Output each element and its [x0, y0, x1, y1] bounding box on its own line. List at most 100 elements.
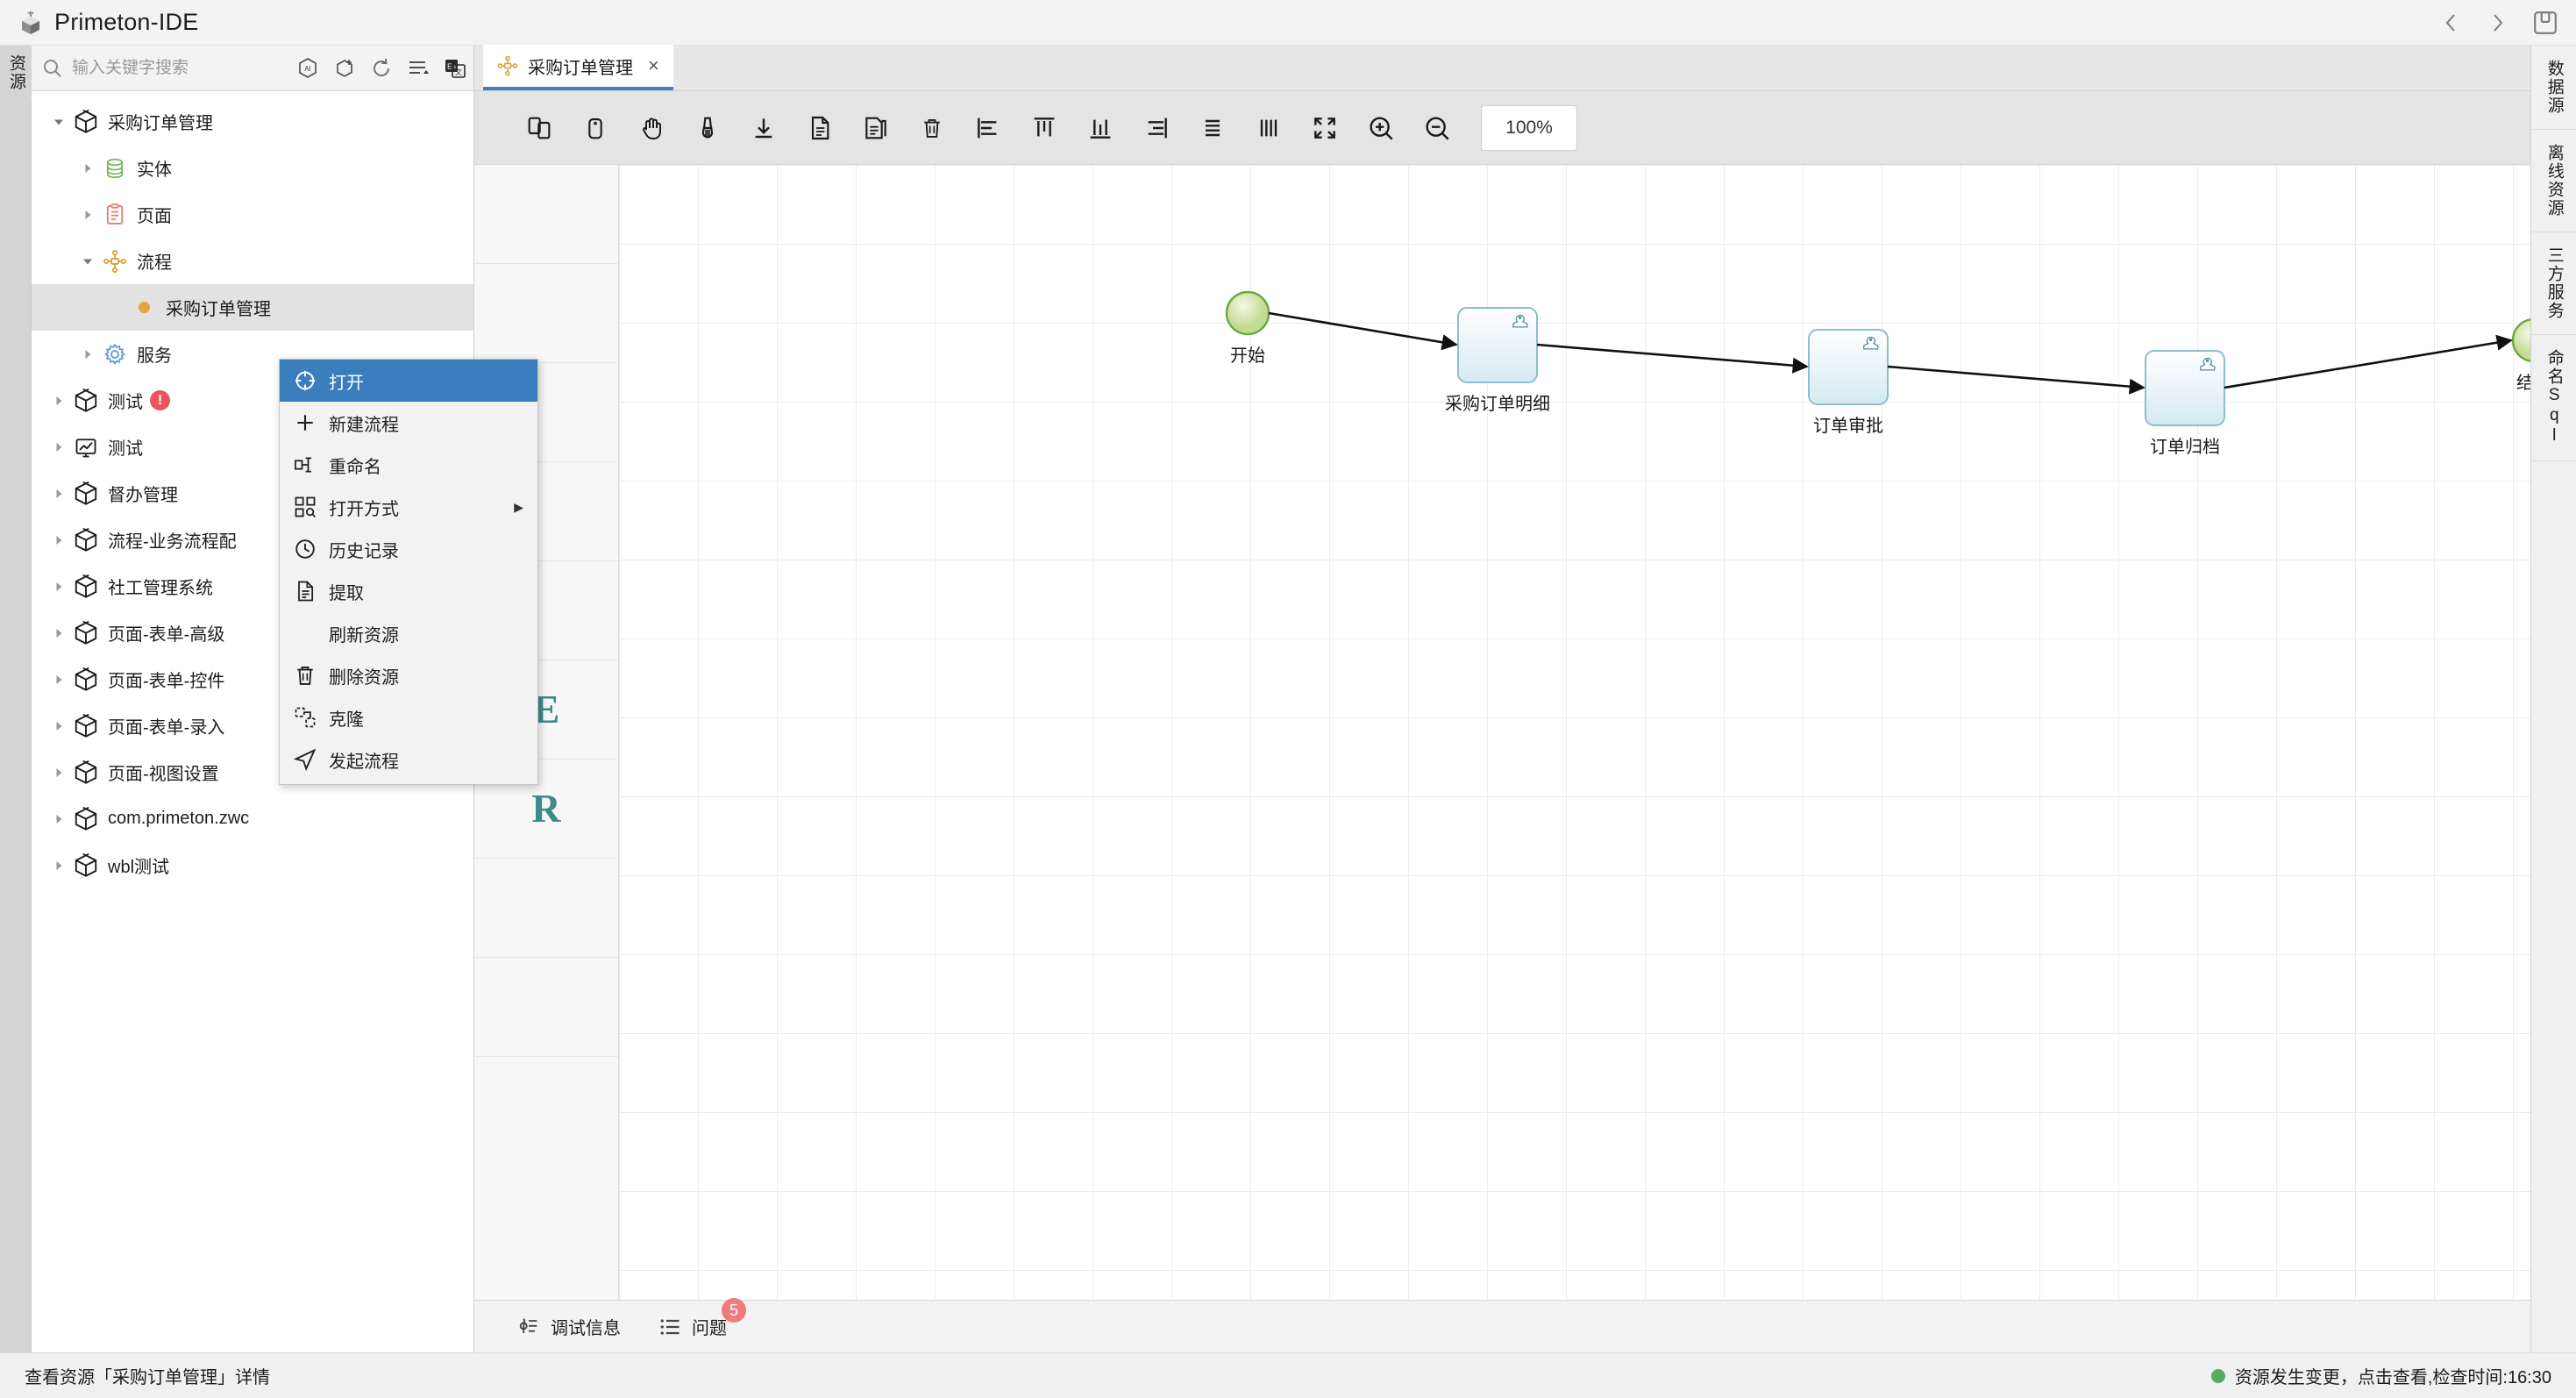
- context-menu-item-5[interactable]: 提取: [280, 570, 537, 612]
- close-icon[interactable]: ×: [648, 54, 659, 76]
- diagram-node-start[interactable]: [1225, 290, 1270, 336]
- chevron-right-icon[interactable]: [49, 438, 68, 457]
- chevron-down-icon[interactable]: [49, 112, 68, 132]
- palette-end-node[interactable]: [474, 859, 618, 958]
- tree-item-16[interactable]: wbl测试: [32, 842, 473, 888]
- zoom-in-button[interactable]: [1353, 102, 1409, 154]
- chevron-right-icon[interactable]: [2487, 11, 2508, 35]
- tree-item-12[interactable]: 页面-表单-控件: [32, 656, 473, 703]
- collapse-list-icon[interactable]: [406, 56, 430, 80]
- refresh-icon[interactable]: [369, 56, 393, 80]
- tab-procurement-order-management[interactable]: 采购订单管理 ×: [483, 45, 673, 90]
- diagram-node-approve[interactable]: [1808, 329, 1889, 405]
- chevron-right-icon[interactable]: [49, 717, 68, 736]
- rail-tab-named-sql[interactable]: 命名Sql: [2531, 335, 2576, 461]
- tree-item-0[interactable]: 采购订单管理: [32, 98, 473, 145]
- distribute-vertical-button[interactable]: [1185, 102, 1241, 154]
- paste-button[interactable]: [567, 102, 623, 154]
- rail-tab-resource[interactable]: 资源: [0, 46, 32, 100]
- palette-event-r[interactable]: R: [474, 760, 618, 859]
- zoom-level-field[interactable]: 100%: [1481, 104, 1577, 151]
- context-menu-item-4[interactable]: 历史记录: [280, 528, 537, 570]
- cube-plus-icon[interactable]: [332, 56, 356, 80]
- status-right[interactable]: 资源发生变更，点击查看,检查时间:16:30: [2210, 1363, 2551, 1388]
- context-menu-item-6[interactable]: 刷新资源: [280, 612, 537, 654]
- diagram-node-detail[interactable]: [1457, 307, 1538, 383]
- chevron-right-icon[interactable]: [49, 484, 68, 503]
- chevron-right-icon[interactable]: [78, 205, 97, 225]
- palette-annotation[interactable]: [474, 958, 618, 1057]
- tree-item-1[interactable]: 实体: [32, 145, 473, 191]
- tree-item-7[interactable]: 测试: [32, 424, 473, 470]
- chevron-right-icon[interactable]: [49, 624, 68, 643]
- chevron-right-icon[interactable]: [49, 763, 68, 782]
- tree-item-8[interactable]: 督办管理: [32, 470, 473, 517]
- align-left-button[interactable]: [960, 102, 1016, 154]
- context-menu-item-9[interactable]: 发起流程: [280, 738, 537, 781]
- paste-icon: [581, 114, 609, 142]
- chevron-right-icon[interactable]: [49, 391, 68, 410]
- floppy-save-icon[interactable]: [2532, 10, 2558, 36]
- chevron-right-icon[interactable]: [49, 531, 68, 550]
- chevron-right-icon[interactable]: [78, 345, 97, 364]
- context-menu-item-7[interactable]: 删除资源: [280, 654, 537, 696]
- chevron-right-icon[interactable]: [49, 856, 68, 875]
- rail-tab-datasource[interactable]: 数据源: [2531, 46, 2576, 130]
- context-menu-item-8[interactable]: 克隆: [280, 696, 537, 738]
- context-menu-item-1[interactable]: 新建流程: [280, 402, 537, 444]
- tree-item-15[interactable]: com.primeton.zwc: [32, 795, 473, 842]
- diagram-edge-0[interactable]: [1268, 311, 1458, 351]
- distribute-horizontal-button[interactable]: [1241, 102, 1297, 154]
- tree-item-3[interactable]: 流程: [32, 238, 473, 284]
- palette-gateway[interactable]: [474, 363, 618, 462]
- context-menu-item-2[interactable]: 重命名: [280, 444, 537, 486]
- pan-hand-button[interactable]: [623, 102, 680, 154]
- new-file-button[interactable]: [792, 102, 848, 154]
- tree-item-5[interactable]: 服务: [32, 331, 473, 377]
- context-menu-item-3[interactable]: 打开方式▶: [280, 486, 537, 528]
- tree-item-9[interactable]: 流程-业务流程配: [32, 517, 473, 563]
- chevron-right-icon[interactable]: [49, 577, 68, 596]
- tree-item-10[interactable]: 社工管理系统: [32, 563, 473, 610]
- diagram-node-archive[interactable]: [2145, 350, 2225, 426]
- duplicate-file-button[interactable]: [848, 102, 904, 154]
- diagram-edge-2[interactable]: [1887, 365, 2145, 395]
- chevron-right-icon[interactable]: [49, 810, 68, 829]
- search-input[interactable]: [72, 58, 287, 78]
- tree-item-2[interactable]: 页面: [32, 191, 473, 238]
- rail-tab-third-party-service[interactable]: 三方服务: [2531, 232, 2576, 335]
- diagram-edge-1[interactable]: [1536, 343, 1809, 374]
- rail-tab-offline-resource[interactable]: 离线资源: [2531, 130, 2576, 232]
- palette-start-node[interactable]: [474, 165, 618, 264]
- flow-canvas[interactable]: 开始采购订单明细订单审批订单归档结束: [619, 165, 2530, 1300]
- format-brush-button[interactable]: [680, 102, 736, 154]
- ai-hex-icon[interactable]: AI: [295, 56, 319, 80]
- user-task-icon: [1512, 314, 1528, 328]
- tree-item-11[interactable]: 页面-表单-高级: [32, 610, 473, 656]
- palette-subprocess[interactable]: [474, 462, 618, 561]
- chevron-right-icon[interactable]: [49, 670, 68, 689]
- diagram-edge-3[interactable]: [2224, 334, 2513, 389]
- align-right-button[interactable]: [1128, 102, 1185, 154]
- context-menu-item-0[interactable]: 打开: [280, 360, 537, 402]
- tree-item-13[interactable]: 页面-表单-录入: [32, 703, 473, 749]
- download-button[interactable]: [736, 102, 792, 154]
- tree-item-4[interactable]: 采购订单管理: [32, 284, 473, 331]
- fit-screen-button[interactable]: [1297, 102, 1353, 154]
- align-top-button[interactable]: [1016, 102, 1072, 154]
- palette-user-task[interactable]: [474, 264, 618, 363]
- zoom-out-button[interactable]: [1409, 102, 1465, 154]
- diagram-node-end[interactable]: [2511, 318, 2530, 362]
- align-bottom-button[interactable]: [1072, 102, 1128, 154]
- bottom-button-0[interactable]: 调试信息: [516, 1314, 621, 1339]
- chevron-left-icon[interactable]: [2441, 11, 2462, 35]
- chevron-right-icon[interactable]: [78, 159, 97, 178]
- chevron-down-icon[interactable]: [78, 252, 97, 271]
- palette-service-task[interactable]: [474, 561, 618, 660]
- tree-item-6[interactable]: 测试!: [32, 377, 473, 424]
- tree-item-14[interactable]: 页面-视图设置: [32, 749, 473, 795]
- copy-node-button[interactable]: [511, 102, 567, 154]
- delete-button[interactable]: [904, 102, 960, 154]
